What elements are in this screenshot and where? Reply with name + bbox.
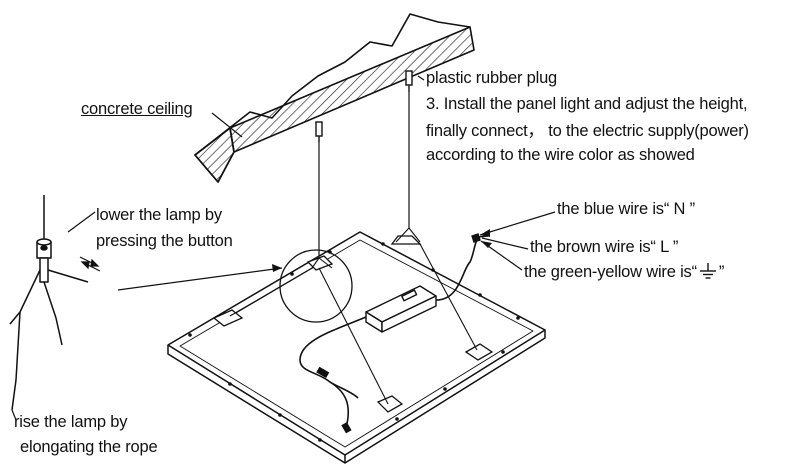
concrete-ceiling-beam — [194, 13, 475, 183]
rise-lamp-line-2: elongating the rope — [20, 438, 158, 456]
lower-lamp-line-2: pressing the button — [96, 232, 233, 250]
concrete-ceiling-label: concrete ceiling — [81, 100, 193, 118]
cable-connectors — [316, 366, 352, 434]
blue-wire-label: the blue wire is“ N ” — [557, 200, 695, 218]
green-yellow-wire-close: ” — [718, 263, 725, 281]
detail-circle — [279, 249, 353, 323]
step-3-line-3: according to the wire color as showed — [426, 146, 695, 164]
green-yellow-wire-text: the green-yellow wire is“ — [524, 263, 697, 281]
green-yellow-wire-label: the green-yellow wire is“ ” — [524, 262, 724, 282]
rise-lamp-line-1: rise the lamp by — [14, 413, 128, 431]
panel-brackets — [212, 235, 494, 413]
panel-light — [167, 231, 546, 464]
pointer-arrowheads — [272, 229, 492, 272]
rubber-plug-left — [315, 121, 323, 142]
brown-wire-label: the brown wire is“ L ” — [530, 238, 679, 256]
earth-ground-icon — [699, 263, 716, 279]
step-3-line-1: 3. Install the panel light and adjust th… — [426, 95, 748, 113]
led-driver — [365, 285, 437, 333]
rubber-plug-right — [405, 70, 413, 92]
lower-lamp-line-1: lower the lamp by — [96, 206, 222, 224]
adjust-arrows — [79, 256, 101, 272]
height-adjuster-detail — [9, 195, 89, 411]
step-3-line-2: finally connect， to the electric supply(… — [426, 122, 749, 140]
power-cables — [299, 237, 479, 429]
pointer-lines — [11, 75, 556, 421]
sling-wires — [229, 227, 478, 405]
wire-terminal — [471, 233, 489, 243]
plastic-plug-label: plastic rubber plug — [426, 69, 558, 87]
suspension-wires — [318, 92, 410, 258]
